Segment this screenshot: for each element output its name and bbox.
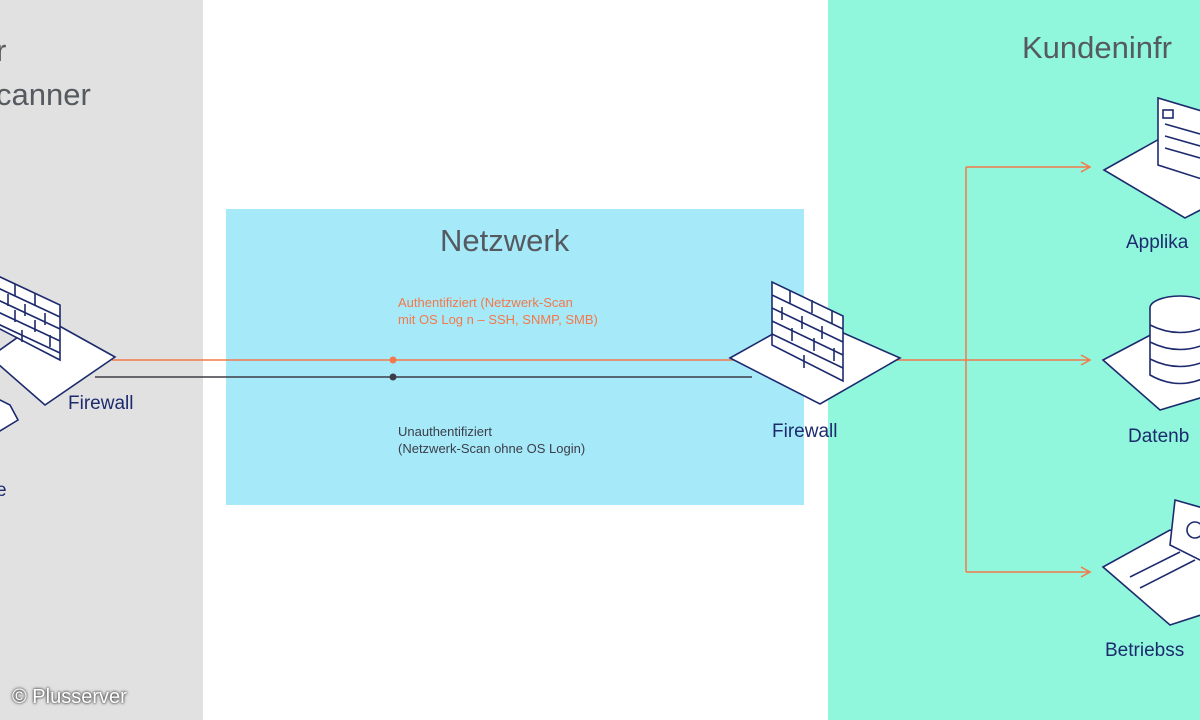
- unauthenticated-scan-label-line1: Unauthentifiziert: [398, 424, 492, 439]
- firewall-left-label: Firewall: [68, 393, 134, 414]
- application-window-icon: [1102, 96, 1200, 219]
- authenticated-scan-label: Authentifiziert (Netzwerk-Scan mit OS Lo…: [398, 294, 598, 328]
- database-label: Datenb: [1128, 426, 1190, 447]
- operating-system-label: Betriebss: [1105, 640, 1185, 661]
- operating-system-icon: [1101, 498, 1200, 626]
- unauthenticated-scan-line: [95, 373, 752, 381]
- distribution-lines: [895, 161, 1092, 578]
- unauthenticated-scan-label: Unauthentifiziert (Netzwerk-Scan ohne OS…: [398, 423, 585, 457]
- copyright-notice: © Plusserver: [12, 686, 127, 708]
- scanner-zone-title-line1: r: [0, 33, 7, 68]
- database-icon: [1101, 295, 1200, 411]
- authenticated-scan-label-line2: mit OS Log n – SSH, SNMP, SMB): [398, 312, 598, 327]
- firewall-icon: [0, 276, 117, 407]
- network-zone-title: Netzwerk: [440, 223, 570, 258]
- scanner-zone-title-line2: canner: [0, 77, 91, 112]
- scanner-device-label: e: [0, 480, 7, 501]
- authenticated-scan-line: [112, 356, 740, 364]
- scanner-device-icon: [0, 399, 20, 432]
- application-label: Applika: [1126, 232, 1189, 253]
- network-zone: [226, 209, 804, 505]
- authenticated-scan-label-line1: Authentifiziert (Netzwerk-Scan: [398, 295, 573, 310]
- unauthenticated-scan-label-line2: (Netzwerk-Scan ohne OS Login): [398, 441, 586, 456]
- firewall-right-label: Firewall: [772, 421, 838, 442]
- customer-zone-title: Kundeninfr: [1022, 30, 1172, 65]
- firewall-icon: [728, 280, 902, 405]
